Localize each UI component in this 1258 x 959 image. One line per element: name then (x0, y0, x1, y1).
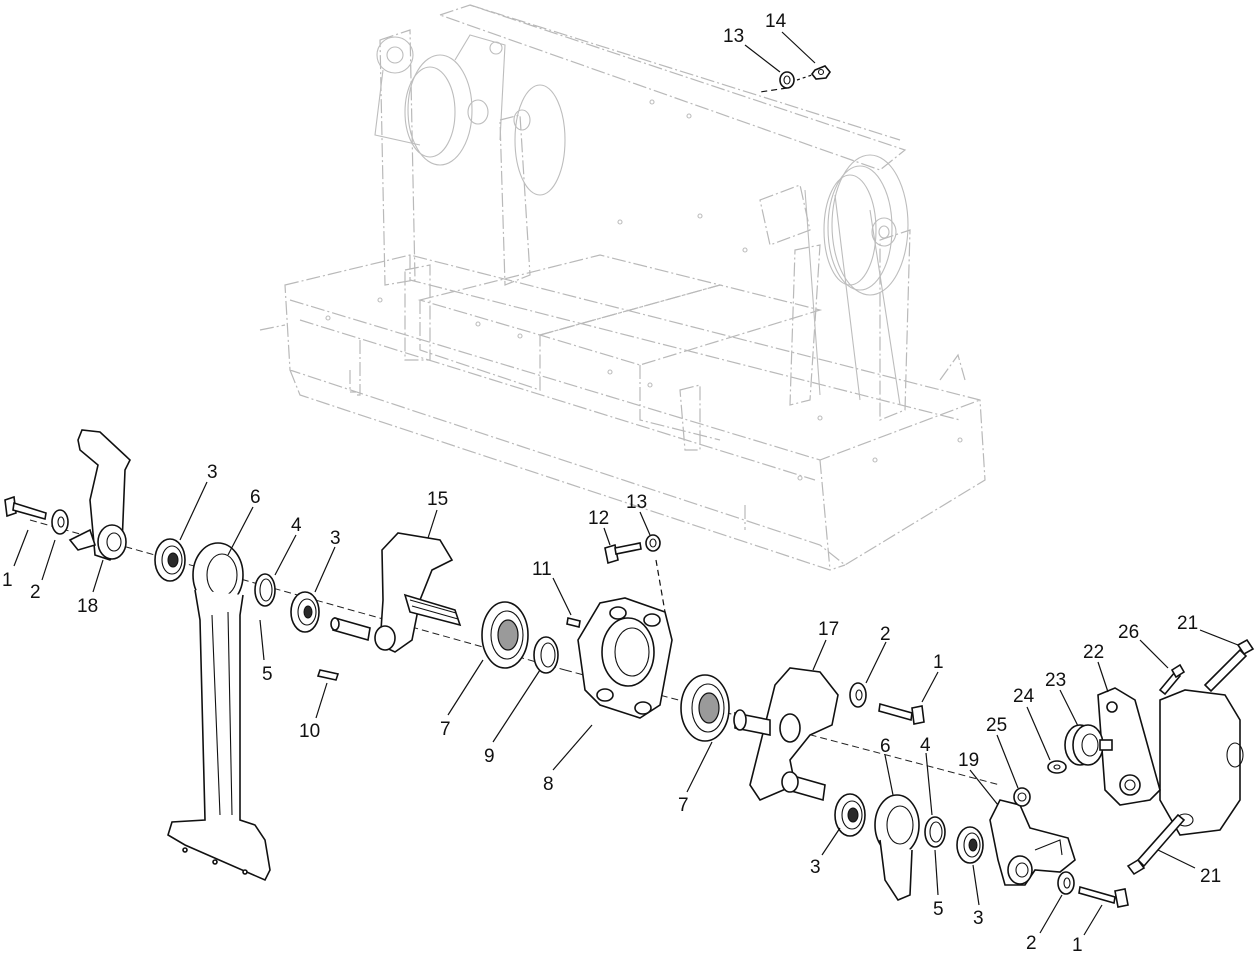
nut-part-14 (810, 65, 831, 80)
leader-lines (13, 31, 1239, 936)
callout-c12: 9 (484, 746, 495, 767)
callout-c02: 2 (30, 582, 41, 603)
callout-c15: 13 (626, 492, 647, 513)
bearing-part-3-d (956, 826, 984, 864)
callout-c03: 18 (77, 596, 98, 617)
callout-labels: 1 2 18 3 6 4 3 5 10 15 7 9 11 12 13 8 7 … (2, 11, 1221, 956)
callout-c34: 21 (1177, 613, 1198, 634)
top-hardware (759, 65, 831, 93)
callout-c09: 10 (299, 721, 320, 742)
tensioner-assembly (1013, 638, 1255, 876)
callout-c29: 25 (986, 715, 1007, 736)
bracket-part-19 (989, 799, 1076, 886)
callout-c30: 24 (1013, 686, 1035, 707)
callout-c04: 3 (207, 462, 218, 483)
bearing-part-3-c (834, 793, 866, 837)
callout-c35: 21 (1200, 866, 1221, 887)
callout-c08: 5 (262, 664, 273, 685)
callout-c36: 13 (723, 26, 744, 47)
callout-c11: 7 (440, 719, 451, 740)
washer-part-13-top (779, 71, 795, 89)
callout-c25: 3 (973, 908, 984, 929)
bolt-part-26 (1158, 663, 1186, 696)
bolt-part-21-upper (1203, 638, 1255, 693)
washer-part-2-left (51, 509, 69, 535)
pulley-part-23 (1064, 724, 1113, 766)
callout-c23: 3 (810, 857, 821, 878)
callout-c27: 2 (1026, 933, 1037, 954)
snap-ring-part-4-b (924, 816, 946, 848)
crank-part-15 (330, 532, 462, 653)
bearing-part-3-b (290, 591, 320, 633)
bolt-part-12 (604, 542, 642, 565)
washer-part-13-center (645, 534, 661, 552)
callout-c26: 19 (958, 750, 979, 771)
callout-c07: 3 (330, 528, 341, 549)
bearing-part-3-a (154, 538, 186, 582)
housing-part-8 (577, 559, 673, 719)
callout-c22: 4 (920, 735, 931, 756)
callout-c13: 11 (532, 559, 552, 580)
callout-c06: 4 (291, 515, 302, 536)
nut-part-25 (1013, 787, 1031, 807)
callout-c33: 26 (1118, 622, 1139, 643)
bolt-part-21-lower (1126, 813, 1186, 876)
callout-c20: 1 (933, 652, 944, 673)
snap-ring-part-4-a (254, 573, 276, 607)
callout-c05: 6 (250, 487, 261, 508)
pin-part-11 (566, 617, 581, 628)
bolt-part-1-right-b (1078, 885, 1129, 908)
callout-c21: 6 (880, 736, 891, 757)
arm-part-6-right (874, 794, 920, 901)
bolt-part-1-left (4, 495, 47, 521)
callout-c31: 23 (1045, 670, 1066, 691)
key-part-10 (316, 669, 340, 681)
callout-c01: 1 (2, 570, 13, 591)
bearing-part-7-right (680, 674, 730, 742)
callout-c10: 15 (427, 489, 448, 510)
callout-c14: 12 (588, 508, 609, 529)
spacer-part-9 (533, 636, 559, 674)
arm-part-6-left (167, 542, 271, 882)
callout-c28: 1 (1072, 935, 1083, 956)
bolt-part-1-right-a (878, 702, 925, 725)
callout-c18: 17 (818, 619, 839, 640)
center-housing-assembly (481, 534, 730, 742)
plate-part-22 (1097, 687, 1161, 806)
callout-c19: 2 (880, 624, 891, 645)
callout-c37: 14 (765, 11, 787, 32)
crank-part-17 (733, 667, 839, 802)
bearing-part-7-left (481, 601, 529, 669)
callout-c24: 5 (933, 899, 944, 920)
bracket-part-18 (68, 429, 131, 561)
right-arm-assembly (733, 667, 1129, 908)
callout-c32: 22 (1083, 642, 1104, 663)
washer-part-24 (1047, 760, 1067, 774)
frame-assembly (259, 4, 986, 571)
washer-part-2-right-b (1057, 871, 1075, 895)
callout-c16: 8 (543, 774, 554, 795)
callout-c17: 7 (678, 795, 689, 816)
washer-part-2-right-a (849, 682, 867, 708)
